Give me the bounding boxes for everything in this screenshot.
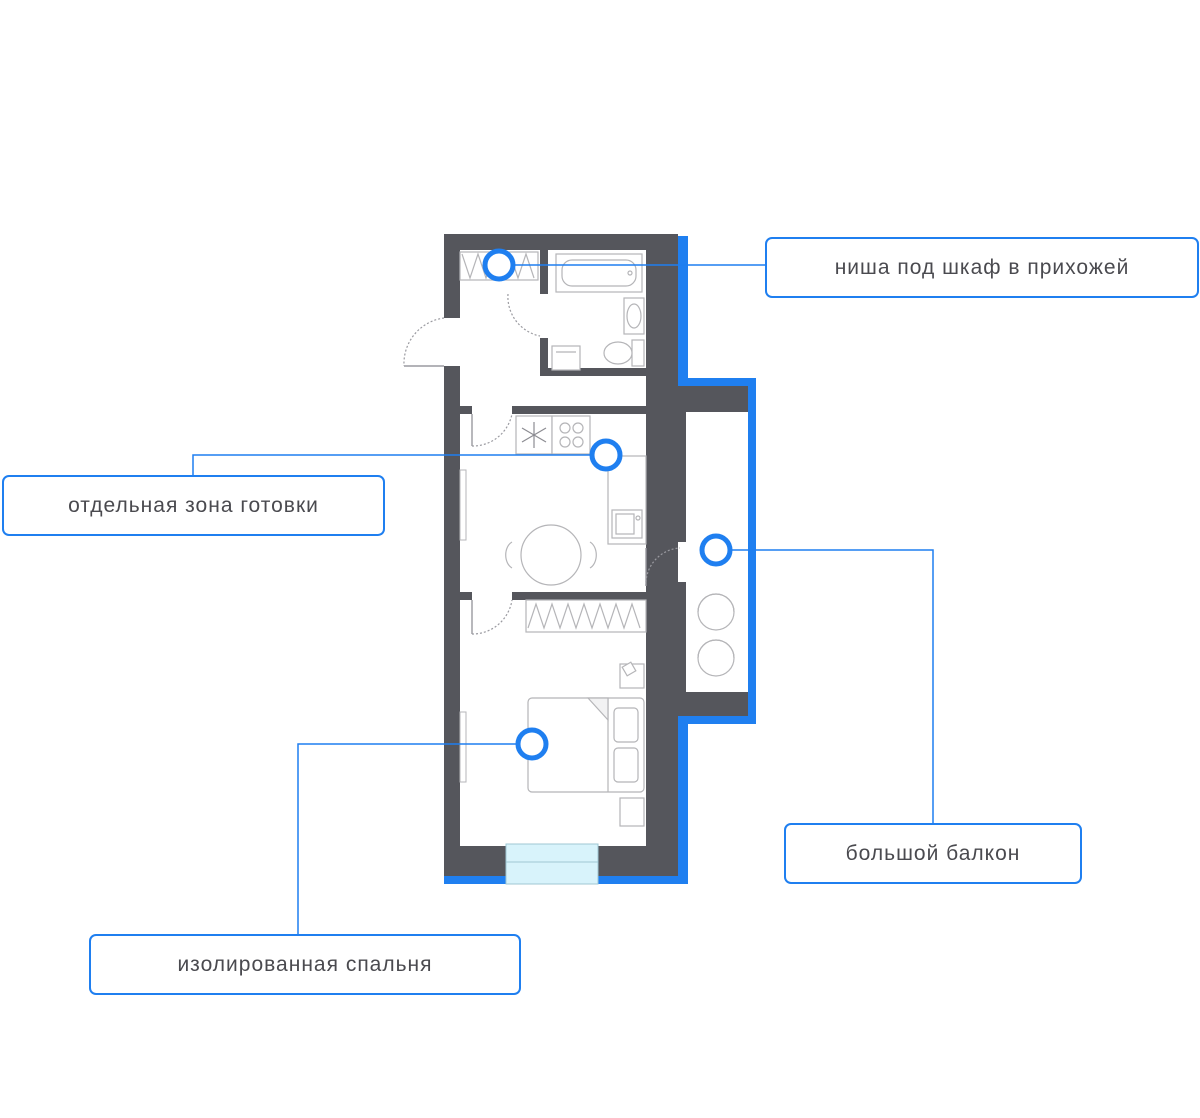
leader-lines xyxy=(192,264,934,934)
kitchen-sink-icon xyxy=(611,509,643,539)
marker-niche[interactable] xyxy=(482,248,516,282)
callout-kitchen: отдельная зона готовки xyxy=(2,475,385,536)
callout-balcony-label: большой балкон xyxy=(845,841,1021,865)
bathtub-icon xyxy=(555,253,643,293)
armchair-icon xyxy=(697,593,735,677)
callout-kitchen-label: отдельная зона готовки xyxy=(68,493,319,517)
marker-balcony[interactable] xyxy=(699,533,733,567)
callout-bedroom-label: изолированная спальня xyxy=(177,952,433,976)
door-leaves xyxy=(404,365,647,634)
callout-balcony: большой балкон xyxy=(784,823,1082,884)
callout-niche: ниша под шкаф в прихожей xyxy=(765,237,1199,298)
window xyxy=(505,843,599,885)
side-windows xyxy=(459,469,467,783)
callout-niche-label: ниша под шкаф в прихожей xyxy=(834,255,1130,279)
sink-icon xyxy=(623,297,645,335)
marker-kitchen[interactable] xyxy=(589,438,623,472)
snowflake-icon xyxy=(521,422,547,448)
furniture xyxy=(459,251,735,827)
markers xyxy=(482,248,733,761)
bed-icon xyxy=(527,697,645,793)
doors xyxy=(403,293,681,635)
dining-table-icon xyxy=(505,524,597,586)
cooktop-icon xyxy=(551,415,591,455)
marker-bedroom[interactable] xyxy=(515,727,549,761)
callout-bedroom: изолированная спальня xyxy=(89,934,521,995)
toilet-icon xyxy=(603,339,645,367)
